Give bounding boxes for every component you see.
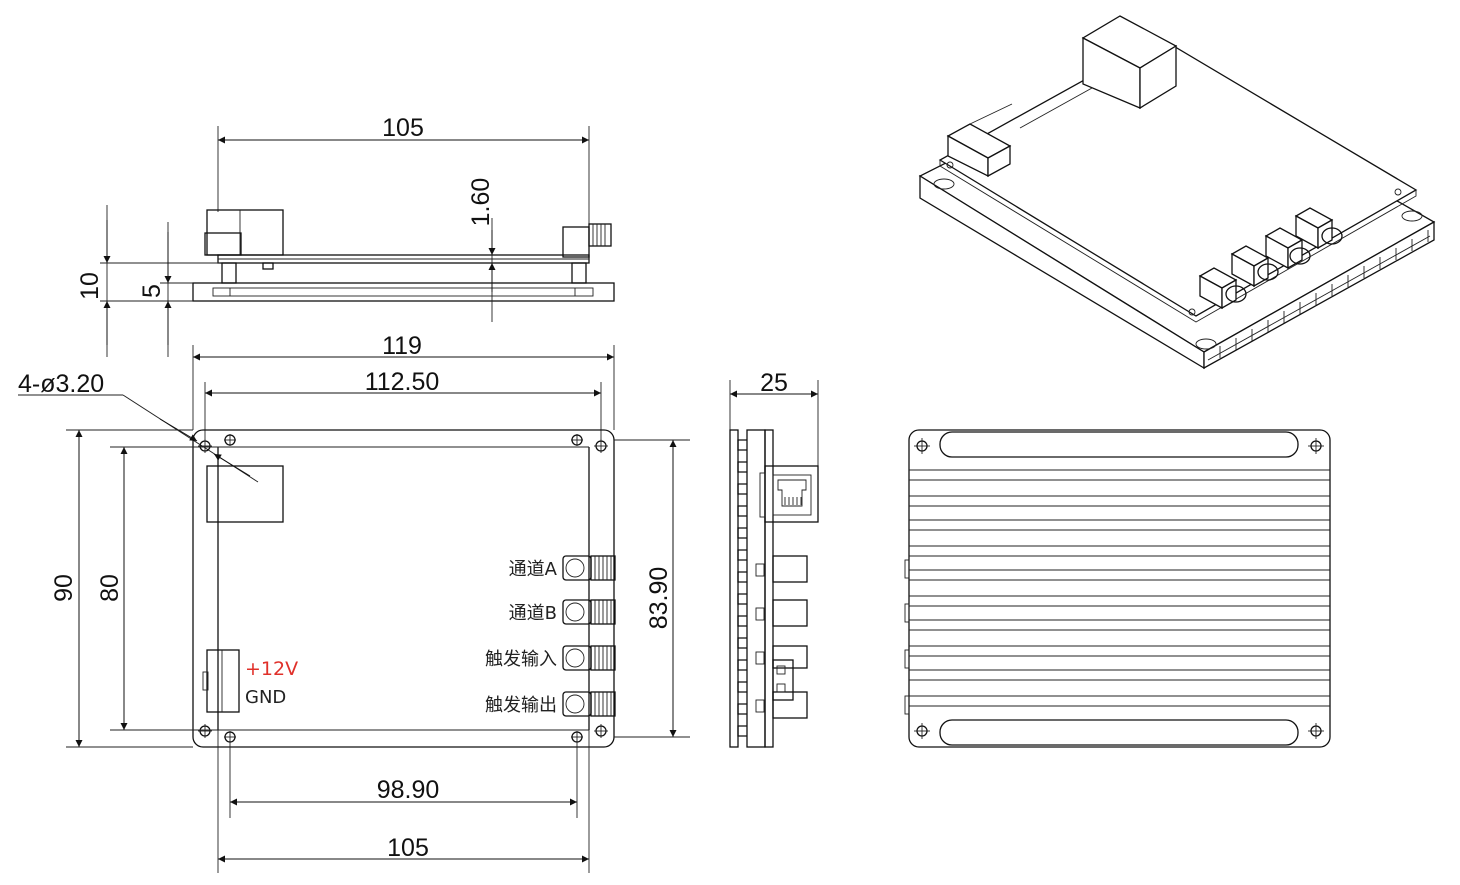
dim-hole-spacing-y: 83.90: [645, 567, 673, 630]
hole-top-left: [198, 439, 212, 453]
dim-hole-spacing-x: 112.50: [365, 368, 440, 396]
front-elevation-view: 105 1.60 10: [76, 114, 615, 357]
rj45-port-outline: [206, 465, 284, 523]
dim-height-10: 10: [76, 272, 104, 300]
dim-side-depth: 25: [760, 369, 788, 397]
isometric-view: [918, 15, 1436, 370]
power-connector: [206, 649, 240, 713]
dim-inner-height: 80: [96, 574, 124, 602]
sma-channel-b: [562, 599, 616, 625]
dim-top-width: 105: [382, 114, 424, 142]
dim-outer-width: 119: [382, 332, 422, 360]
label-channel-a: 通道A: [509, 559, 558, 580]
hole-callout: 4-ø3.20: [18, 370, 104, 398]
dim-height-5: 5: [138, 284, 166, 298]
sma-trigger-out: [562, 691, 616, 717]
dim-outer-height: 90: [50, 574, 78, 602]
label-trigger-in: 触发输入: [485, 649, 557, 670]
label-trigger-out: 触发输出: [485, 695, 557, 716]
label-ground: GND: [245, 687, 286, 708]
sma-trigger-in: [562, 645, 616, 671]
dim-bottom-inner: 98.90: [377, 776, 440, 804]
label-power-plus: +12V: [245, 658, 298, 680]
top-plan-view: 119 112.50 4-ø3.20: [18, 332, 690, 873]
dim-bottom-width: 105: [387, 834, 429, 862]
dim-board-thickness: 1.60: [467, 178, 495, 227]
side-view: 25: [729, 369, 819, 748]
bottom-heatsink-view: [904, 429, 1331, 748]
label-channel-b: 通道B: [509, 603, 557, 624]
sma-channel-a: [562, 555, 616, 581]
